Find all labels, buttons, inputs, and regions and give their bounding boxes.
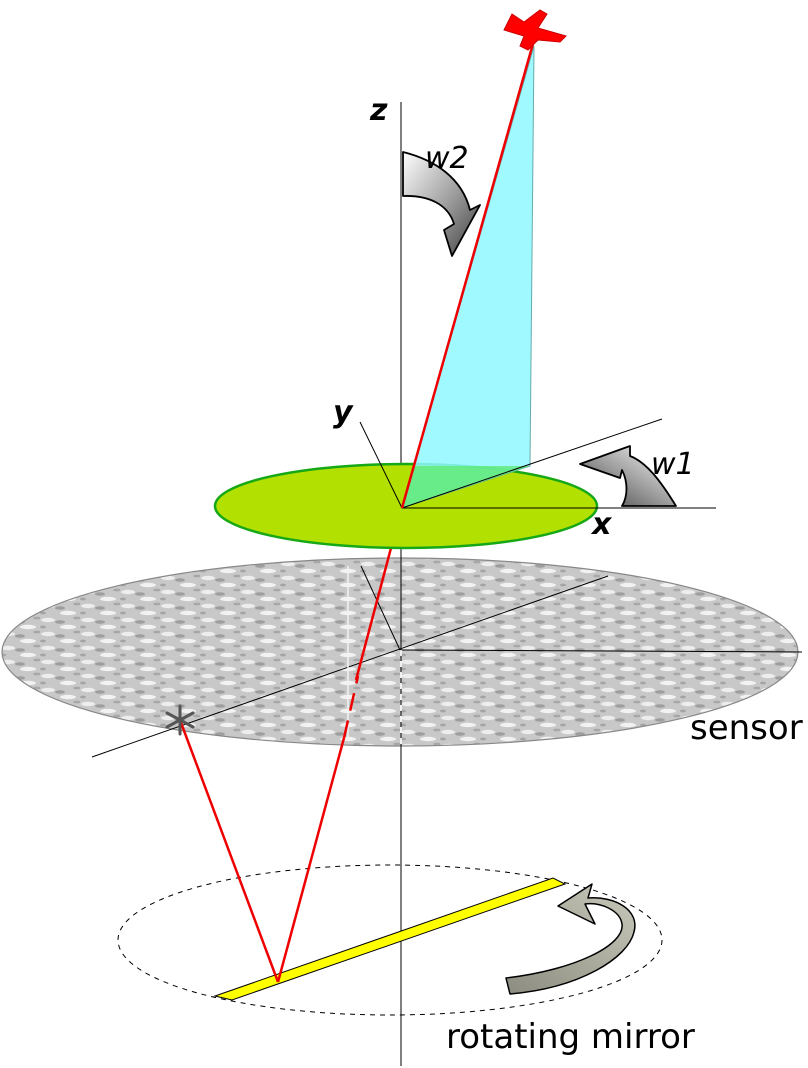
w2-rotation-arrow [402, 151, 481, 257]
y-axis-line [359, 421, 403, 509]
mirror-rotation-arrow [505, 883, 636, 995]
sensor-disk [1, 557, 799, 747]
beam-to-aircraft [400, 39, 536, 509]
beam-sensor-to-disk [354, 547, 393, 681]
sensor-x-axis-line [399, 649, 803, 653]
sensor-label: sensor [690, 708, 803, 748]
beam-mirror-to-sensor-point [178, 719, 280, 983]
x-axis-label: x [590, 507, 613, 542]
rotating-mirror [213, 877, 567, 1001]
w1-rotation-arrow [579, 445, 677, 507]
z-axis-label: z [369, 93, 388, 128]
beam-mirror-upward [276, 737, 346, 983]
y-axis-label: y [333, 395, 354, 430]
w2-label: w2 [425, 141, 469, 176]
sensor-hit-marker [165, 704, 195, 736]
beam-through-sensor-dashed [342, 675, 360, 739]
mirror-orbit [117, 864, 663, 1016]
rotating-mirror-label: rotating mirror [446, 1017, 695, 1057]
sensor-y-axis-line [360, 565, 401, 651]
w1-label: w1 [651, 447, 695, 482]
sensor-diagonal-line [91, 575, 609, 758]
aircraft-icon [503, 9, 567, 51]
upper-diagonal-line [401, 418, 663, 509]
